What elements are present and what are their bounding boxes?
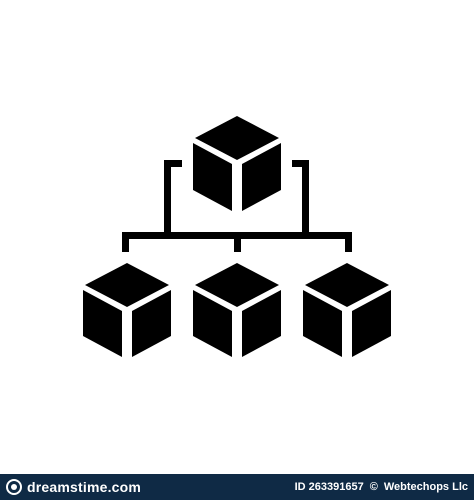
author-name: Webtechops Llc xyxy=(383,481,468,493)
top-cube-icon xyxy=(193,116,281,211)
bottom-middle-cube-icon xyxy=(193,263,281,357)
brand[interactable]: dreamstime.com xyxy=(6,479,141,495)
dreamstime-logo-icon xyxy=(6,479,22,495)
connector-lines xyxy=(122,160,352,252)
footer-bar: dreamstime.com ID 263391657 © Webtechops… xyxy=(0,474,474,500)
image-meta: ID 263391657 © Webtechops Llc xyxy=(295,481,468,493)
brand-name: dreamstime.com xyxy=(27,479,142,495)
hierarchy-cubes-icon xyxy=(83,116,391,357)
bottom-left-cube-icon xyxy=(83,263,171,357)
bottom-right-cube-icon xyxy=(303,263,391,357)
copyright-symbol: © xyxy=(369,481,378,493)
image-id: ID 263391657 xyxy=(294,481,364,493)
icon-canvas xyxy=(83,116,391,357)
